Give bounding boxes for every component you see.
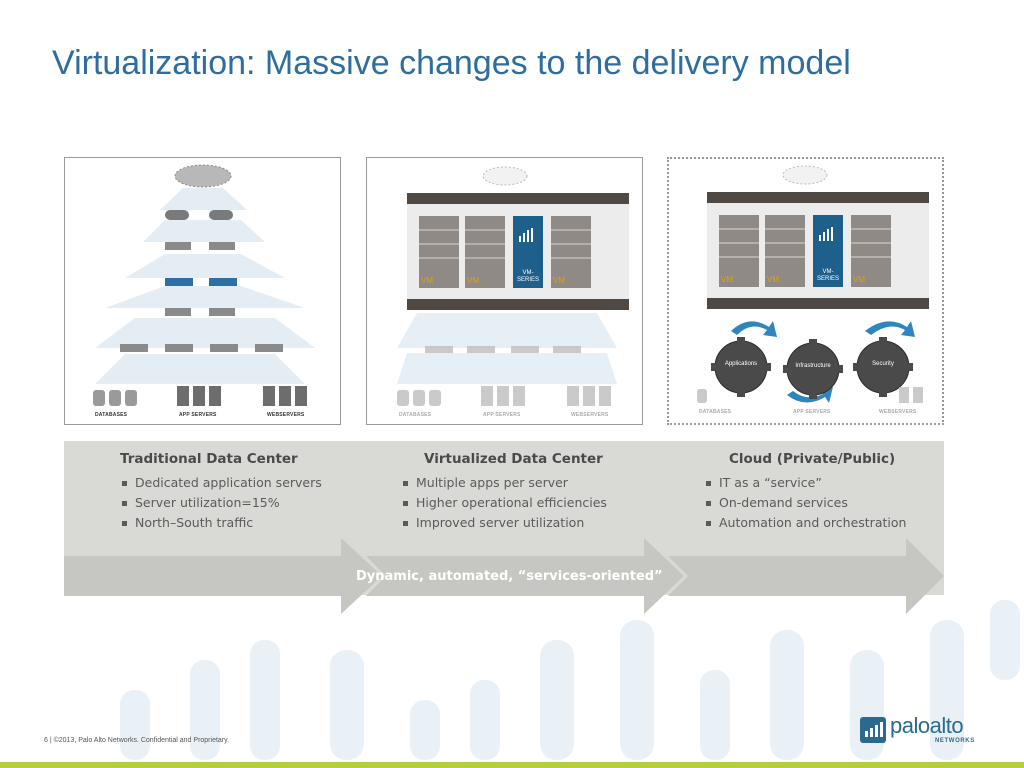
server-rack-icon — [719, 215, 891, 287]
list-item: Dedicated application servers — [120, 475, 322, 490]
list-item: North–South traffic — [120, 515, 322, 530]
cloud-column: Cloud (Private/Public) IT as a “service”… — [704, 451, 906, 535]
arrow-caption: Dynamic, automated, “services-oriented” — [356, 569, 663, 584]
list-item: Automation and orchestration — [704, 515, 906, 530]
databases-label: DATABASES — [699, 409, 732, 415]
virtualized-topology — [397, 166, 629, 406]
column-heading: Virtualized Data Center — [424, 451, 603, 467]
vm-label: VM — [421, 276, 433, 285]
applications-gear-label: Applications — [724, 361, 758, 367]
cloud-topology — [697, 165, 929, 403]
server-rack-icon — [419, 216, 591, 288]
firewall-icon — [165, 278, 237, 286]
vm-label: VM — [467, 276, 479, 285]
vm-label: VM — [553, 276, 565, 285]
list-item: Improved server utilization — [401, 515, 607, 530]
app-servers-label: APP SERVERS — [179, 412, 217, 418]
progression-arrow — [64, 538, 944, 614]
security-gear-label: Security — [872, 361, 894, 367]
database-icon — [93, 390, 137, 406]
vm-label: VM — [767, 275, 779, 284]
vm-series-label: VM-SERIES — [516, 270, 539, 283]
column-heading: Cloud (Private/Public) — [729, 451, 896, 467]
list-item: IT as a “service” — [704, 475, 906, 490]
bottom-accent-bar — [0, 762, 1024, 768]
bullet-list: Dedicated application servers Server uti… — [120, 475, 322, 530]
vm-label: VM — [853, 275, 865, 284]
app-servers-label: APP SERVERS — [793, 409, 831, 415]
cloud-datacenter-diagram: VM VM VM VM-SERIES Applications Infrastr… — [667, 157, 944, 425]
column-heading: Traditional Data Center — [120, 451, 298, 467]
vm-label: VM — [721, 275, 733, 284]
databases-label: DATABASES — [399, 412, 432, 418]
footer-copyright: 6 | ©2013, Palo Alto Networks. Confident… — [44, 737, 230, 744]
traditional-column: Traditional Data Center Dedicated applic… — [120, 451, 322, 535]
databases-label: DATABASES — [95, 412, 128, 418]
switch-icon — [120, 242, 283, 352]
webservers-label: WEBSERVERS — [879, 409, 917, 415]
server-rack-icon — [177, 386, 307, 406]
bullet-list: Multiple apps per server Higher operatio… — [401, 475, 607, 530]
vm-series-firewall-icon — [813, 215, 843, 287]
slide-title: Virtualization: Massive changes to the d… — [52, 44, 851, 82]
list-item: On-demand services — [704, 495, 906, 510]
app-servers-label: APP SERVERS — [483, 412, 521, 418]
bullet-list: IT as a “service” On-demand services Aut… — [704, 475, 906, 530]
cloud-icon — [482, 166, 528, 186]
logo-text: paloalto — [890, 713, 964, 738]
vm-series-label: VM-SERIES — [816, 269, 839, 282]
cloud-icon — [782, 165, 828, 185]
logo-mark-icon — [860, 717, 886, 743]
webservers-label: WEBSERVERS — [571, 412, 609, 418]
traditional-network-topology — [93, 164, 315, 406]
vm-series-firewall-icon — [513, 216, 543, 288]
cloud-icon — [174, 164, 232, 188]
list-item: Higher operational efficiencies — [401, 495, 607, 510]
traditional-datacenter-diagram: DATABASES APP SERVERS WEBSERVERS — [64, 157, 341, 425]
list-item: Server utilization=15% — [120, 495, 322, 510]
infrastructure-gear-label: Infrastructure — [795, 363, 831, 369]
logo-subtext: NETWORKS — [935, 738, 975, 744]
background-pattern — [120, 600, 1020, 760]
list-item: Multiple apps per server — [401, 475, 607, 490]
virtualized-datacenter-diagram: VM VM VM VM-SERIES DATABASES APP SERVERS… — [366, 157, 643, 425]
paloalto-logo: paloalto NETWORKS — [860, 713, 980, 745]
virtualized-column: Virtualized Data Center Multiple apps pe… — [401, 451, 607, 535]
webservers-label: WEBSERVERS — [267, 412, 305, 418]
router-icon — [165, 210, 233, 220]
